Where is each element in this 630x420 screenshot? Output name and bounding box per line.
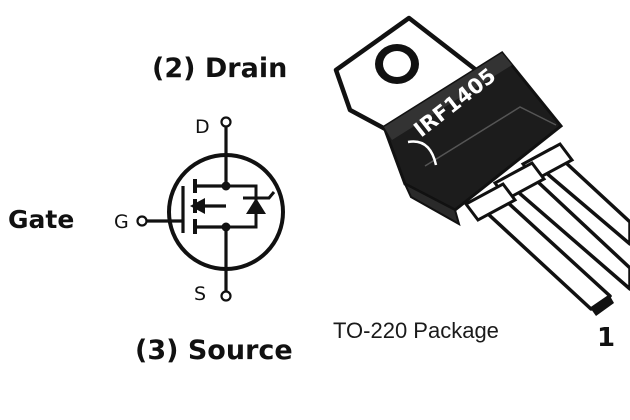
package-top-face bbox=[384, 53, 512, 140]
drain-terminal bbox=[220, 116, 232, 128]
drain-title: (2) Drain bbox=[152, 53, 287, 84]
mounting-hole-highlight bbox=[383, 51, 411, 77]
pin-leads bbox=[463, 142, 630, 316]
source-title: (3) Source bbox=[135, 335, 293, 366]
package-body-side bbox=[402, 181, 461, 227]
pin-lead-1-shoulder bbox=[463, 182, 518, 222]
gate-terminal bbox=[136, 215, 148, 227]
pin-s-label: S bbox=[194, 283, 206, 305]
package-notch bbox=[407, 140, 438, 166]
body-arrow bbox=[190, 198, 205, 214]
mosfet-symbol: (2) Drain D G S (3) Source bbox=[8, 53, 293, 366]
diode-bar bbox=[243, 191, 276, 200]
package-edge-highlight bbox=[424, 106, 557, 167]
package-label: TO-220 Package bbox=[333, 318, 499, 343]
gate-title: Gate bbox=[8, 205, 74, 234]
source-terminal bbox=[220, 290, 232, 302]
pin-d-label: D bbox=[195, 116, 210, 138]
pin-g-label: G bbox=[114, 211, 129, 233]
diode-triangle bbox=[246, 198, 266, 214]
pin-lead-1-foot bbox=[591, 296, 614, 316]
to220-package-drawing: IRF1405 bbox=[333, 15, 630, 316]
pin-1-number: 1 bbox=[597, 323, 615, 353]
